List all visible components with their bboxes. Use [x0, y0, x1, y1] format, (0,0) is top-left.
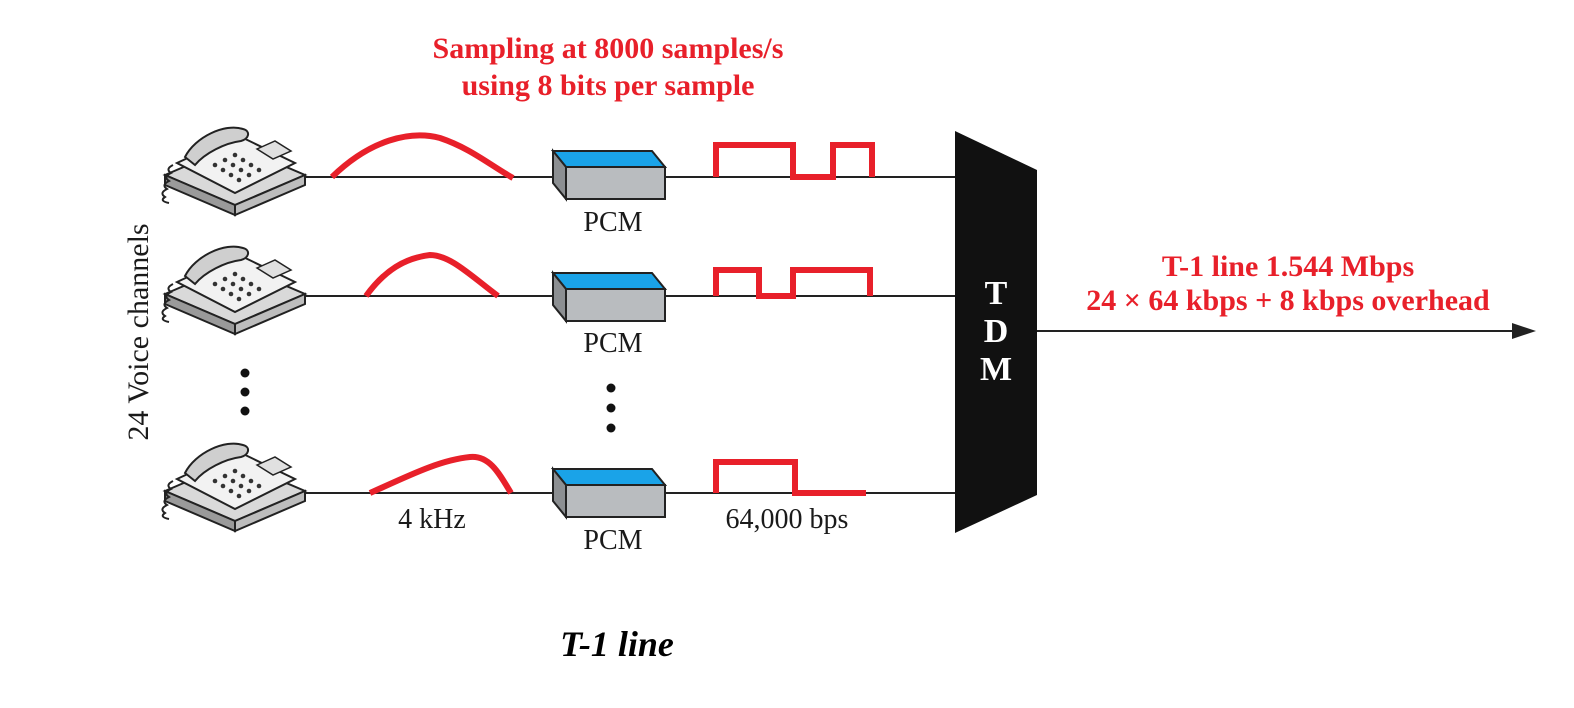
telephone-icon [161, 126, 306, 216]
analog-signal-1 [329, 132, 515, 181]
tdm-letter-d: D [984, 313, 1009, 350]
voice-channels-label: 24 Voice channels [122, 223, 155, 440]
analog-signal-24 [368, 453, 514, 496]
pcm-label: PCM [583, 328, 642, 359]
pcm-label: PCM [583, 525, 642, 556]
header-line-2: using 8 bits per sample [462, 69, 755, 102]
pcm-box-2 [550, 270, 668, 324]
digital-rate-label: 64,000 bps [726, 504, 849, 535]
tdm-block [955, 131, 1037, 533]
digital-signal-2 [713, 267, 873, 299]
output-line-1: T-1 line 1.544 Mbps [1162, 250, 1414, 283]
header-line-1: Sampling at 8000 samples/s [433, 32, 784, 65]
tdm-letter-t: T [985, 275, 1008, 312]
pcm-label: PCM [583, 207, 642, 238]
telephone-icon [161, 442, 306, 532]
arrow-head-icon [1512, 323, 1536, 339]
telephone-icon [161, 245, 306, 335]
digital-signal-1 [713, 142, 875, 180]
pcm-box-1 [550, 148, 668, 202]
output-line-2: 24 × 64 kbps + 8 kbps overhead [1086, 284, 1490, 317]
ellipsis-dots-pcm [606, 383, 616, 433]
analog-bandwidth-label: 4 kHz [398, 504, 466, 535]
analog-signal-2 [363, 251, 500, 299]
tdm-letter-m: M [980, 351, 1012, 388]
pcm-box-24 [550, 466, 668, 520]
digital-signal-24 [713, 459, 866, 496]
figure-caption: T-1 line [560, 624, 674, 664]
ellipsis-dots-phones [240, 368, 250, 416]
